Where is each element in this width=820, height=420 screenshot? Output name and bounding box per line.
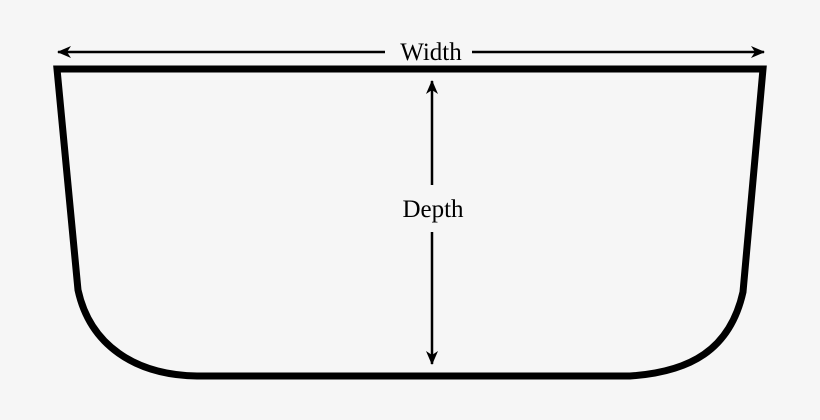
container-outline xyxy=(53,65,767,380)
depth-label: Depth xyxy=(402,196,464,223)
width-label: Width xyxy=(400,39,462,66)
